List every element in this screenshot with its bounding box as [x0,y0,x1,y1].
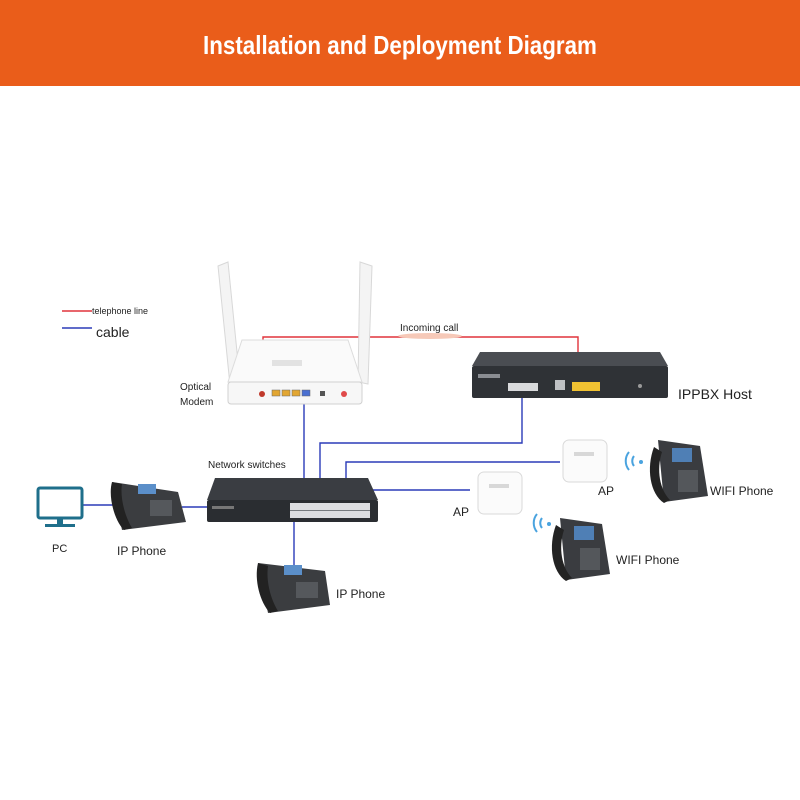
ip-phone-left-screen [138,484,156,494]
diagram-title: Installation and Deployment Diagram [203,30,597,60]
ippbx-fxo-ports [572,382,600,391]
modem-lan-port-2 [281,389,291,397]
modem-lan-port-1 [271,389,281,397]
ippbx-host-label: IPPBX Host [678,386,752,402]
optical-modem-label-line1: Optical [180,382,211,393]
legend: telephone line cable [62,306,148,340]
ap-right-logo [574,452,594,456]
pc-stand [57,519,63,524]
ippbx-front [472,366,668,398]
optical-modem [217,261,373,405]
ippbx-logo [478,374,500,378]
pc-base [45,524,75,527]
network-switch [207,478,378,522]
wifi-signal-icon [532,513,551,533]
ip-phone-bottom-label: IP Phone [336,587,385,601]
wifi-phone-middle-label: WIFI Phone [616,553,680,567]
optical-modem-label-line2: Modem [180,397,213,408]
pc-label: PC [52,543,67,555]
ippbx-top [472,352,668,366]
modem-lan-port-3 [291,389,301,397]
modem-power-button [341,391,347,397]
wifi-phone-right-icon [649,440,708,503]
ip-phone-left-body [112,482,186,530]
ip-phone-bottom-handset [256,563,278,613]
legend-cable-label: cable [96,324,130,340]
modem-lan-port-4 [301,389,311,397]
ippbx-lan-ports [508,383,538,391]
ip-phone-left-keypad [150,500,172,516]
ip-phone-left-label: IP Phone [117,544,166,558]
incoming-call-label: Incoming call [400,323,458,334]
switch-top [207,478,378,500]
ip-phone-bottom-icon [256,563,330,613]
ap-left-logo [489,484,509,488]
incoming-call-highlight [398,333,462,339]
wifi-phone-right-handset [649,447,670,503]
modem-antenna-right [357,261,373,385]
ap-left-label: AP [453,505,469,519]
wifi-phone-middle-handset [551,525,572,581]
ip-phone-left-handset [110,482,132,530]
ap-right-body [562,439,608,483]
modem-usb-port [320,391,325,396]
wifi-phone-right-screen [672,448,692,462]
network-switches-label: Network switches [208,460,286,471]
wifi-signal-icon [624,451,643,471]
wifi-phone-right-keypad [678,470,698,492]
wifi-phone-middle-screen [574,526,594,540]
pc-icon [36,486,84,527]
ip-phone-bottom-keypad [296,582,318,598]
ap-right-icon [562,439,608,483]
ap-right-label: AP [598,484,614,498]
wifi-phone-middle-keypad [580,548,600,570]
legend-telephone-line-label: telephone line [92,306,148,316]
ippbx-usb-ports [555,380,565,390]
switch-brand [212,506,234,509]
pc-monitor [36,486,84,520]
ap-left-body [477,471,523,515]
ip-phone-bottom-screen [284,565,302,575]
ippbx-host [472,352,668,398]
ip-phone-bottom-body [258,563,330,613]
modem-logo-plate [272,360,302,366]
modem-phone-port [259,391,265,397]
title-banner: Installation and Deployment Diagram [0,0,800,86]
ippbx-indicator [638,384,642,388]
ip-phone-left-icon [110,482,186,530]
wifi-phone-right-label: WIFI Phone [710,484,774,498]
ap-left-icon [477,471,523,515]
wifi-phone-middle-icon [551,518,610,581]
